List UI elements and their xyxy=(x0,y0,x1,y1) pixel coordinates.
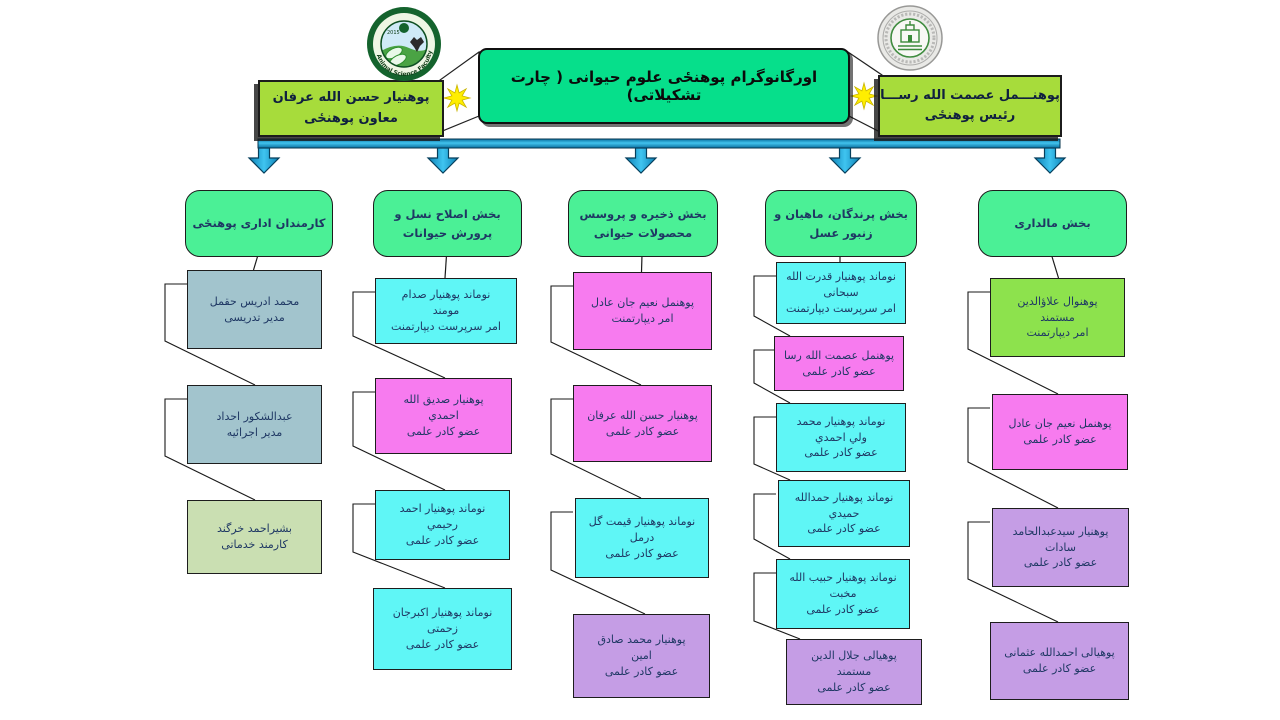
dept-header-livestock: بخش مالداری xyxy=(978,190,1127,257)
member-box: نوماند پوهنیار قدرت الله سبحانی امر سرپر… xyxy=(776,262,906,324)
member-box: نوماند پوهنیار صدام مومند امر سرپرست دیپ… xyxy=(375,278,517,344)
member-box: پوهنوال علاؤالدین مستمند امر دیپارتمنت xyxy=(990,278,1125,357)
member-connector-lines xyxy=(164,275,1059,640)
dean-box: پوهنـــمل عصمت الله رســـا رئیس پوهنځی xyxy=(878,75,1062,137)
member-box: نوماند پوهنیار محمد ولي احمدي عضو کادر ع… xyxy=(776,403,906,472)
right-star-icon xyxy=(850,82,878,110)
member-box: پوهنمل نعیم جان عادل امر دیپارتمنت xyxy=(573,272,712,350)
university-seal-logo xyxy=(877,5,943,71)
deputy-dean-box: پوهنیار حسن الله عرفان معاون پوهنځی xyxy=(258,80,444,137)
dept-header-poultry-fish-bees: بخش پرندگان، ماهیان و زنبور عسل xyxy=(765,190,917,257)
member-box: پوهنیار سیدعبدالحامد سادات عضو کادر علمی xyxy=(992,508,1129,587)
distribution-bar xyxy=(257,138,1061,149)
down-arrow-icon xyxy=(624,147,658,174)
left-chevron-shape xyxy=(439,50,480,133)
left-star-icon xyxy=(443,84,471,112)
member-box: نوماند پوهنیار احمد رحیمي عضو کادر علمی xyxy=(375,490,510,560)
member-box: پوهنمل نعیم جان عادل عضو کادر علمی xyxy=(992,394,1128,470)
member-box: پوهنیار حسن الله عرفان عضو کادر علمی xyxy=(573,385,712,462)
down-arrow-icons xyxy=(247,147,1067,174)
member-box: عبدالشکور احداد مدیر اجرائیه xyxy=(187,385,322,464)
member-box: پوهنمل عصمت الله رسا عضو کادر علمی xyxy=(774,336,904,391)
dept-header-breeding: بخش اصلاح نسل و پرورش حیوانات xyxy=(373,190,522,257)
chart-title: اورگانوگرام پوهنځی علوم حیوانی ( چارت تش… xyxy=(478,48,850,124)
dept-header-admin-staff: کارمندان اداری پوهنځی xyxy=(185,190,333,257)
member-box: بشیراحمد خرگند کارمند خدماتی xyxy=(187,500,322,574)
down-arrow-icon xyxy=(247,147,281,174)
member-box: پوهنیار محمد صادق امین عضو کادر علمی xyxy=(573,614,710,698)
down-arrow-icon xyxy=(426,147,460,174)
member-box: پوهیالی جلال الدین مستمند عضو کادر علمی xyxy=(786,639,922,705)
member-box: پوهنیار صدیق الله احمدي عضو کادر علمی xyxy=(375,378,512,454)
member-box: محمد ادریس حقمل مدیر تدریسی xyxy=(187,270,322,349)
down-arrow-icon xyxy=(1033,147,1067,174)
member-box: نوماند پوهنیار اکبرجان زحمتی عضو کادر عل… xyxy=(373,588,512,670)
logo-year: 2015 xyxy=(387,30,400,36)
member-box: پوهیالی احمدالله عثمانی عضو کادر علمی xyxy=(990,622,1129,700)
dept-header-processing: بخش ذخیره و پروسس محصولات حیوانی xyxy=(568,190,718,257)
member-box: نوماند پوهنیار حمدالله حمیدي عضو کادر عل… xyxy=(778,480,910,547)
animal-science-faculty-logo: Animal Science Faculty 2015 xyxy=(367,7,441,81)
down-arrow-icon xyxy=(828,147,862,174)
member-box: نوماند پوهنیار قیمت گل درمل عضو کادر علم… xyxy=(575,498,709,578)
member-box: نوماند پوهنیار حبیب الله مخبت عضو کادر ع… xyxy=(776,559,910,629)
